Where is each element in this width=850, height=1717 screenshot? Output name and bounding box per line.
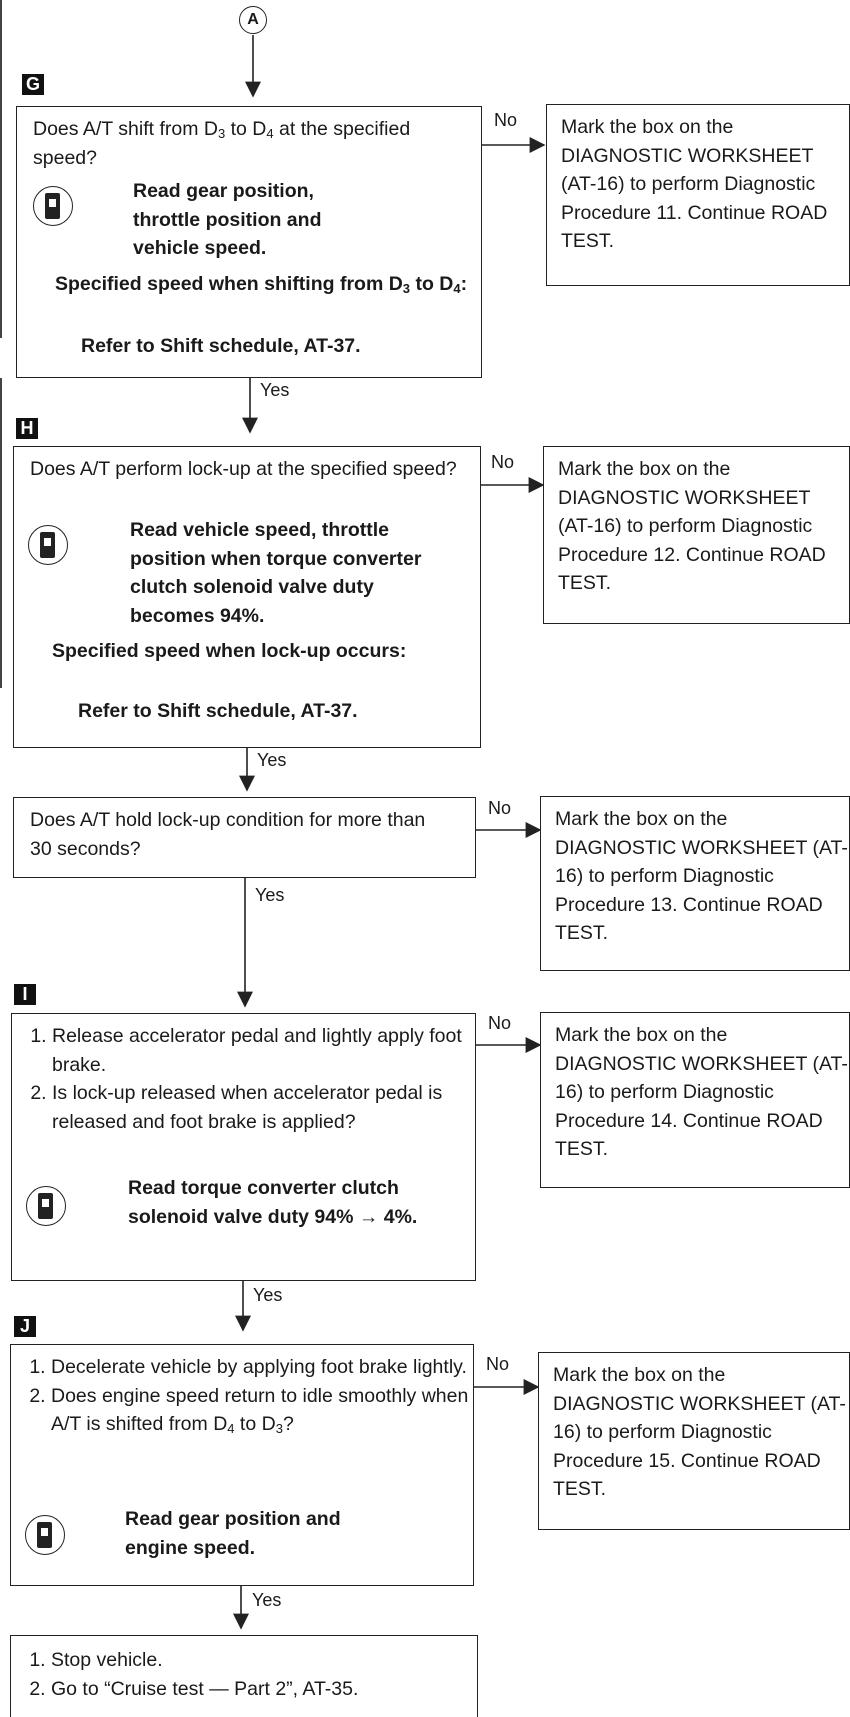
list-item: Decelerate vehicle by applying foot brak…: [51, 1353, 481, 1382]
instruction-h: Read vehicle speed, throttle position wh…: [130, 519, 422, 627]
spec-value-g: Refer to Shift schedule, AT-37.: [81, 335, 361, 357]
no-label: No: [488, 1013, 512, 1033]
list-item: Is lock-up released when accelerator ped…: [52, 1079, 482, 1136]
list-item: Go to “Cruise test — Part 2”, AT-35.: [51, 1675, 491, 1704]
instruction-g: Read gear position, throttle position an…: [133, 180, 322, 259]
margin-bar: [0, 378, 2, 688]
steps-list-i: Release accelerator pedal and lightly ap…: [12, 1022, 482, 1136]
step-marker-h: H: [16, 418, 38, 439]
result-box-g: Mark the box on the DIAGNOSTIC WORKSHEET…: [546, 104, 850, 286]
result-box-h: Mark the box on the DIAGNOSTIC WORKSHEET…: [543, 446, 850, 624]
question-g: Does A/T shift from D3 to D4 at the spec…: [33, 118, 411, 169]
decision-box-j: Decelerate vehicle by applying foot brak…: [10, 1344, 474, 1586]
question-lockup-hold: Does A/T hold lock-up condition for more…: [30, 809, 426, 860]
no-label: No: [494, 110, 518, 130]
result-box-j: Mark the box on the DIAGNOSTIC WORKSHEET…: [538, 1352, 850, 1530]
decision-box-h: Does A/T perform lock-up at the specifie…: [13, 446, 481, 748]
yes-label: Yes: [257, 750, 287, 770]
list-item: Does engine speed return to idle smoothl…: [51, 1382, 481, 1439]
final-box: Stop vehicle. Go to “Cruise test — Part …: [10, 1635, 478, 1717]
question-h: Does A/T perform lock-up at the specifie…: [30, 458, 457, 480]
no-label: No: [491, 452, 515, 472]
no-label: No: [488, 798, 512, 818]
spec-value-h: Refer to Shift schedule, AT-37.: [78, 700, 358, 722]
steps-list-j: Decelerate vehicle by applying foot brak…: [11, 1353, 481, 1439]
spec-label-h: Specified speed when lock-up occurs:: [52, 640, 407, 662]
consult-device-icon: [26, 1186, 66, 1226]
result-box-lockup-hold: Mark the box on the DIAGNOSTIC WORKSHEET…: [540, 796, 850, 971]
step-marker-i: I: [14, 984, 36, 1005]
consult-device-icon: [28, 525, 68, 565]
yes-label: Yes: [260, 380, 290, 400]
decision-box-lockup-hold: Does A/T hold lock-up condition for more…: [13, 797, 476, 878]
no-label: No: [486, 1354, 510, 1374]
connector-a: A: [239, 6, 267, 34]
step-marker-j: J: [14, 1316, 36, 1337]
decision-box-g: Does A/T shift from D3 to D4 at the spec…: [16, 106, 482, 378]
step-marker-g: G: [22, 74, 44, 95]
margin-bar: [0, 0, 2, 338]
yes-label: Yes: [253, 1285, 283, 1305]
consult-device-icon: [25, 1515, 65, 1555]
list-item: Stop vehicle.: [51, 1646, 491, 1675]
spec-label-g: Specified speed when shifting from D3 to…: [55, 273, 468, 296]
list-item: Release accelerator pedal and lightly ap…: [52, 1022, 482, 1079]
consult-device-icon: [33, 186, 73, 226]
instruction-i: Read torque converter clutch solenoid va…: [128, 1177, 418, 1228]
final-steps-list: Stop vehicle. Go to “Cruise test — Part …: [11, 1646, 491, 1703]
yes-label: Yes: [255, 885, 285, 905]
yes-label: Yes: [252, 1590, 282, 1610]
decision-box-i: Release accelerator pedal and lightly ap…: [11, 1013, 476, 1281]
result-box-i: Mark the box on the DIAGNOSTIC WORKSHEET…: [540, 1012, 850, 1188]
instruction-j: Read gear position and engine speed.: [125, 1508, 341, 1559]
